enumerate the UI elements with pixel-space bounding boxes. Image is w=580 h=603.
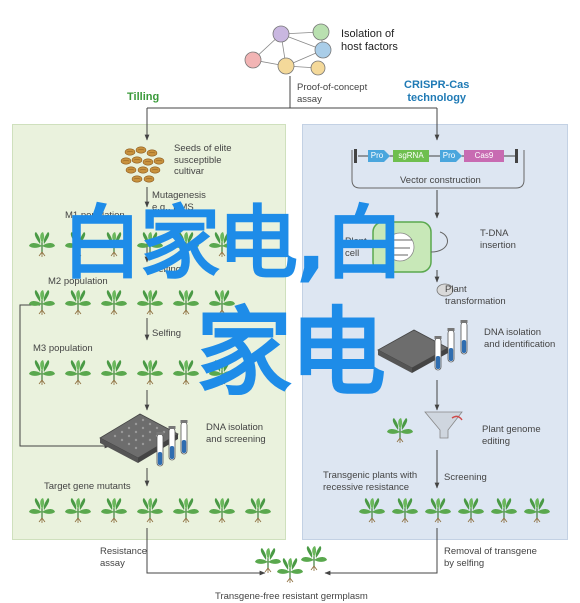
screening-label: Screening (444, 472, 487, 483)
vector-construction-label: Vector construction (400, 175, 481, 186)
crispr-panel (302, 124, 568, 540)
proof-of-concept-label: Proof-of-concept assay (297, 82, 368, 105)
m3-population-label: M3 population (33, 343, 93, 354)
plant-cell-label: Plant cell (345, 236, 367, 259)
host-factor-network (244, 23, 332, 76)
isolation-label: Isolation of host factors (341, 28, 398, 53)
microplate-left (99, 413, 179, 463)
transformation-illustration (436, 283, 454, 297)
selfing-label-2: Selfing (152, 328, 182, 339)
plant-cell (372, 221, 448, 273)
transgenic-plants (358, 497, 551, 524)
watermark-line-1: 白家电,白 (62, 197, 404, 290)
genome-editing-illustration (386, 411, 463, 444)
transgene-removal-label: Removal of transgene by selfing (444, 546, 537, 569)
tilling-title: Tilling (127, 91, 160, 103)
target-mutants-label: Target gene mutants (44, 481, 131, 492)
m2-population-label: M2 population (48, 276, 108, 287)
seeds-label: Seeds of elite susceptible cultivar (174, 143, 232, 177)
top-branch-lines (144, 76, 440, 141)
transgenic-plants-label: Transgenic plants with recessive resista… (323, 470, 418, 493)
resistance-assay-label: Resistance assay (100, 546, 147, 569)
promoter-2: Pro (442, 151, 456, 160)
crispr-title: CRISPR-Cas technology (404, 79, 470, 104)
germplasm-label: Transgene-free resistant germplasm (215, 591, 368, 602)
tubes-right (434, 319, 468, 371)
vector-construct (351, 149, 525, 189)
promoter-1: Pro (370, 151, 384, 160)
target-mutant-plants (28, 497, 272, 524)
crispr-arrows (324, 190, 440, 576)
germplasm-plants (254, 545, 328, 584)
watermark-line-2: 家电 (196, 297, 386, 409)
plant-transformation-label: Plant transformation (445, 284, 506, 307)
sgrna-element: sgRNA (398, 151, 424, 160)
dna-identification-label: DNA isolation and identification (484, 327, 556, 350)
tilling-panel (12, 124, 286, 540)
selfing-label-1: Selfing (152, 264, 182, 275)
dna-screening-label: DNA isolation and screening (206, 422, 266, 445)
m1-population-label: M1 population (65, 210, 125, 221)
genome-editing-label: Plant genome editing (482, 424, 541, 447)
tdna-insertion-label: T-DNA insertion (480, 228, 516, 251)
tilling-arrows (19, 187, 266, 576)
seeds-illustration (120, 146, 165, 183)
mutagenesis-label: Mutagenesis e.g., EMS (152, 190, 206, 213)
cas9-element: Cas9 (474, 151, 494, 160)
